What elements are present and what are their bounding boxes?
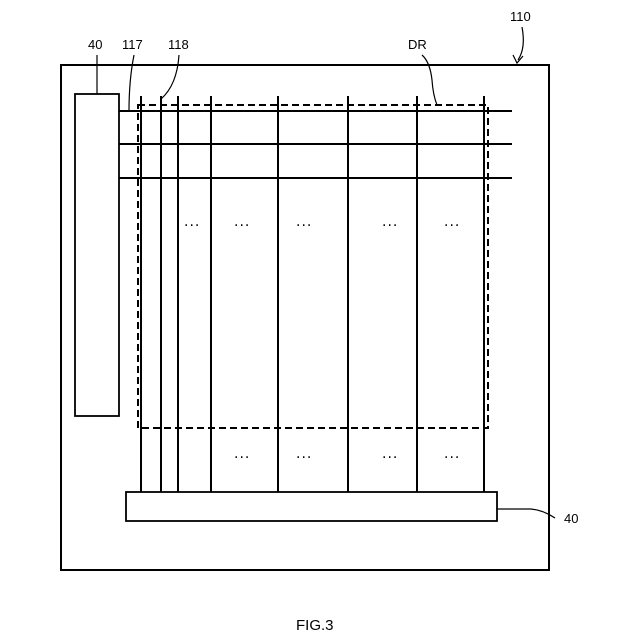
scan-driver-block (75, 94, 119, 416)
ellipsis: ··· (382, 450, 398, 466)
ellipsis: ··· (296, 218, 312, 234)
label-scan-driver: 40 (88, 37, 102, 52)
leader-data-line (161, 55, 179, 99)
ellipsis: ··· (234, 450, 250, 466)
label-display-region: DR (408, 37, 427, 52)
ellipsis: ··· (444, 218, 460, 234)
ellipsis: ··· (444, 450, 460, 466)
label-data-line: 118 (168, 37, 189, 52)
label-substrate: 110 (510, 9, 531, 24)
label-scan-line: 117 (122, 37, 143, 52)
ellipsis-row-upper: ··· ··· ··· ··· ··· (184, 218, 460, 234)
leader-display-region (422, 55, 437, 105)
leader-substrate (518, 27, 523, 60)
data-driver-block (126, 492, 497, 521)
label-data-driver: 40 (564, 511, 578, 526)
leader-data-driver (497, 509, 555, 518)
leader-scan-line (129, 55, 134, 111)
ellipsis: ··· (184, 218, 200, 234)
ellipsis: ··· (234, 218, 250, 234)
figure-caption: FIG.3 (296, 617, 334, 634)
data-lines (141, 96, 484, 492)
ellipsis: ··· (296, 450, 312, 466)
ellipsis: ··· (382, 218, 398, 234)
display-region-outline (138, 105, 488, 428)
